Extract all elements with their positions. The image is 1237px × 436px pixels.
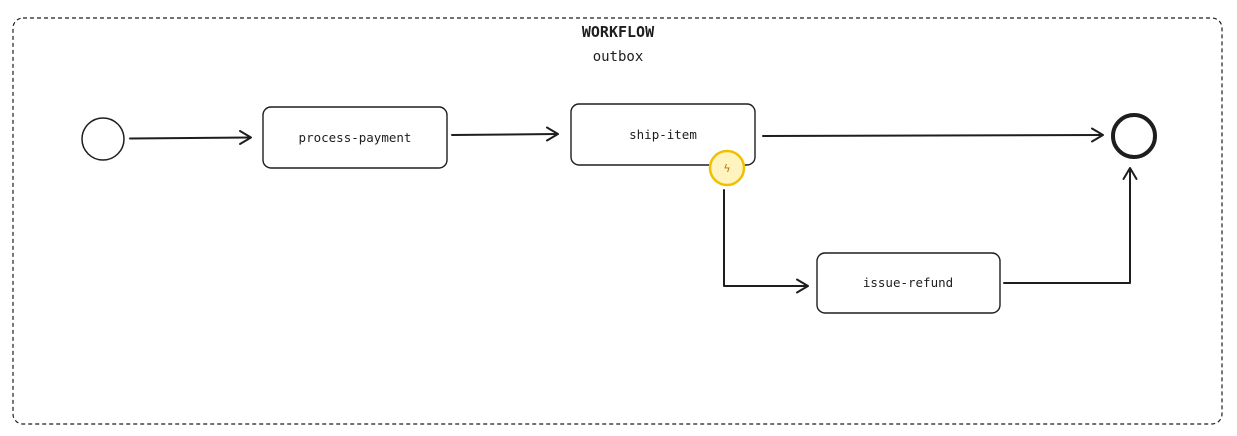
workflow-name: outbox	[593, 49, 644, 65]
task-ship-item[interactable]: ship-item	[570, 103, 756, 166]
workflow-frame	[12, 17, 1223, 425]
task-issue-refund-label: issue-refund	[863, 275, 953, 290]
lightning-bolt-icon: ϟ	[723, 162, 730, 175]
end-event[interactable]	[1111, 113, 1157, 159]
task-ship-item-label: ship-item	[629, 127, 697, 142]
task-process-payment-label: process-payment	[299, 130, 412, 145]
task-process-payment[interactable]: process-payment	[262, 106, 448, 169]
edge-boundary-to-issue-refund	[723, 189, 809, 294]
task-issue-refund[interactable]: issue-refund	[816, 252, 1001, 314]
edge-start-to-process-payment	[129, 130, 252, 145]
edge-process-payment-to-ship-item	[451, 126, 559, 142]
boundary-error-event[interactable]: ϟ	[708, 149, 746, 187]
workflow-title: WORKFLOW	[582, 23, 655, 41]
start-event[interactable]	[81, 117, 125, 161]
edge-ship-item-to-end	[762, 127, 1104, 143]
edge-issue-refund-to-end	[1003, 167, 1138, 284]
